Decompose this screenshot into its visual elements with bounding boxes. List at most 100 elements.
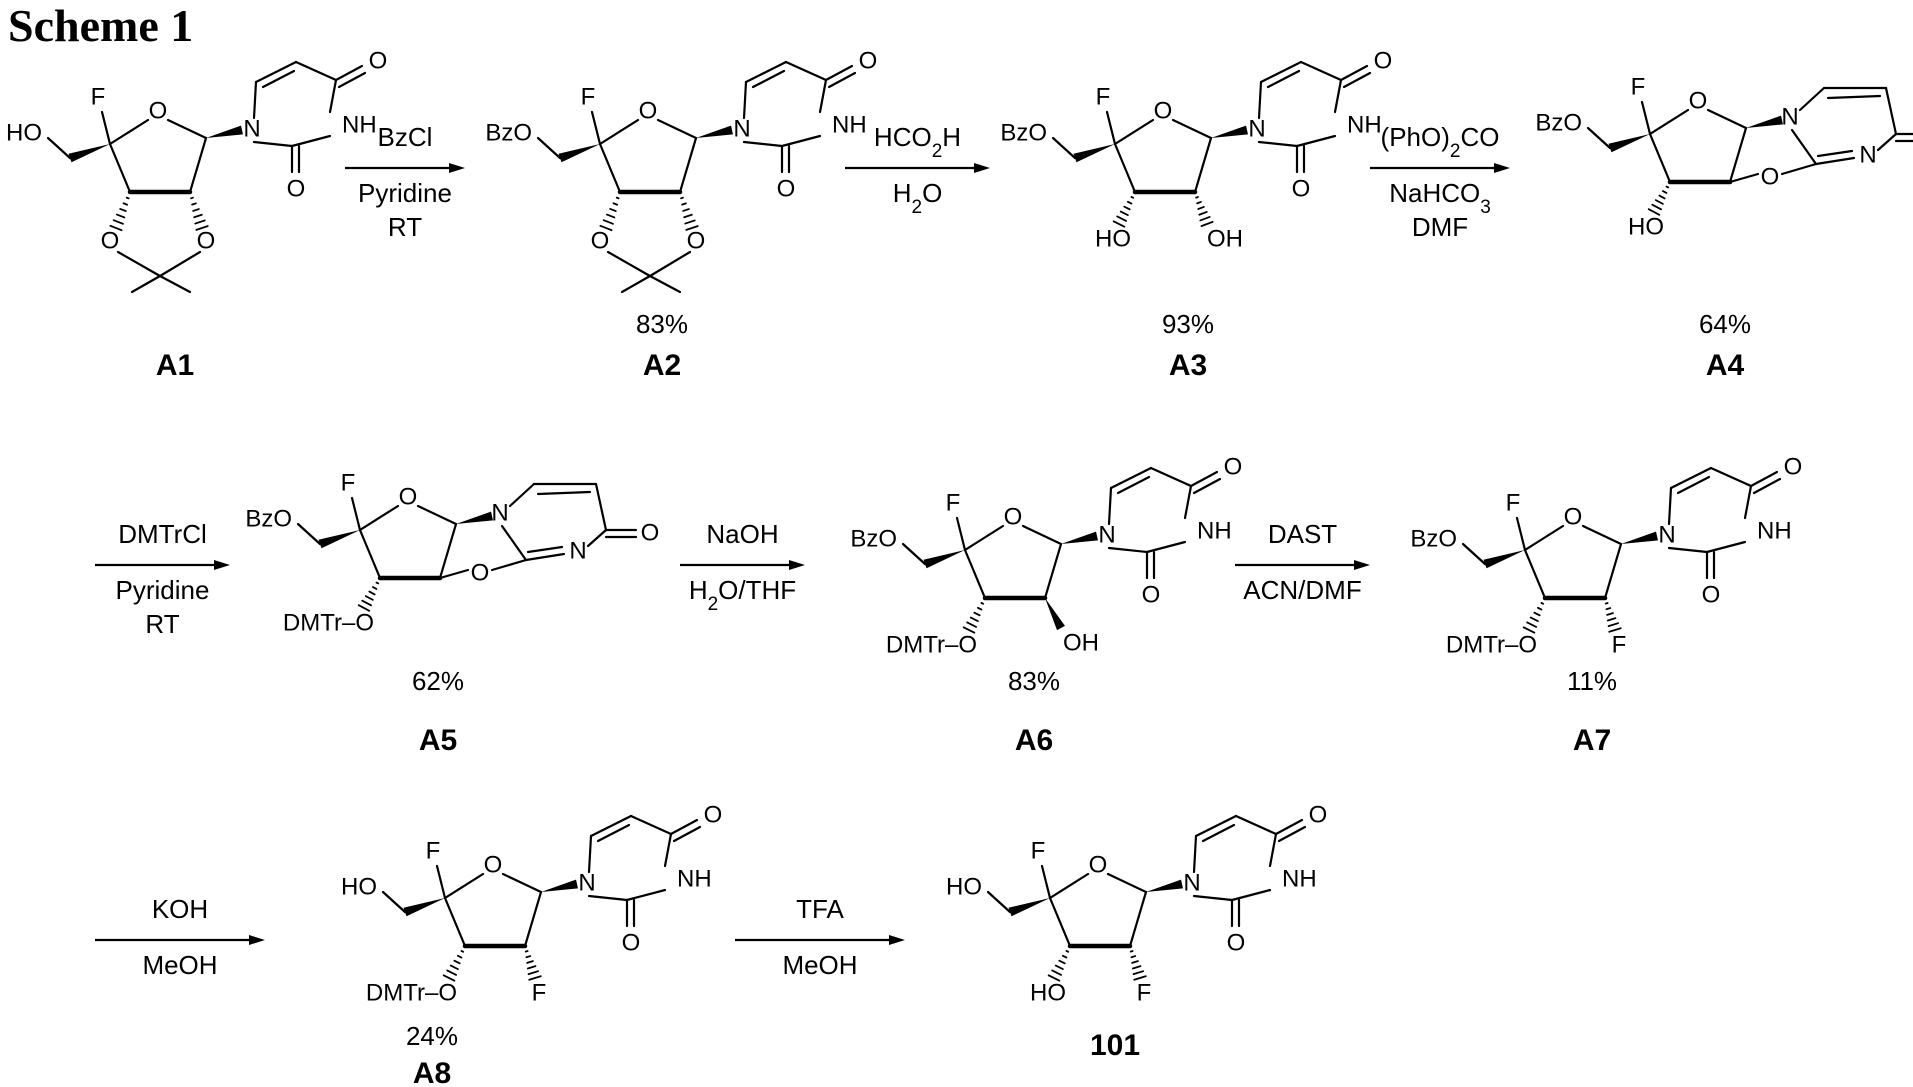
anhydro-oxygen: O	[1761, 163, 1780, 190]
atom-nh: NH	[677, 865, 712, 892]
reagent-above: DMTrCl	[118, 519, 207, 549]
arrow-head	[889, 935, 905, 945]
arrow-head	[449, 163, 465, 173]
atom-n1: N	[491, 499, 508, 526]
fluorine-2: F	[1137, 979, 1152, 1006]
carbonyl-o2: O	[1142, 581, 1161, 608]
c3-substituent: DMTr–O	[366, 979, 457, 1006]
structure-A4: OFBzONONOHO	[1535, 73, 1913, 240]
reagent-below: H2O	[893, 178, 943, 218]
ring-oxygen: O	[1154, 97, 1173, 124]
acetonide-o2: O	[687, 227, 706, 254]
atom-nh: NH	[1757, 517, 1792, 544]
reagent-above: DAST	[1268, 519, 1337, 549]
carbonyl-o4: O	[1374, 47, 1393, 74]
arrow-head	[974, 163, 990, 173]
c3-substituent: DMTr–O	[283, 609, 374, 636]
yield: 62%	[412, 666, 464, 696]
structure-A1: OFHOONHONOO	[6, 47, 387, 292]
atom-n1: N	[1248, 115, 1265, 142]
atom-n1: N	[578, 869, 595, 896]
reagent-above: NaOH	[706, 519, 778, 549]
reaction-step-8: TFAMeOH	[735, 894, 905, 980]
c3-substituent: HO	[1628, 213, 1664, 240]
ring-oxygen: O	[149, 97, 168, 124]
fluorine-4: F	[581, 83, 596, 110]
reagent-below: RT	[145, 609, 179, 639]
compound-label: A1	[156, 349, 194, 382]
acetonide-o2: O	[197, 227, 216, 254]
fluorine-4: F	[341, 469, 356, 496]
compound-A3: 93%A3	[1162, 309, 1214, 382]
c5-substituent: BzO	[1535, 109, 1582, 136]
structure-A5: OFBzONONODMTr–O	[245, 469, 659, 636]
structure-A8: OFHOONHONDMTr–OF	[341, 801, 722, 1006]
reagent-above: KOH	[152, 894, 208, 924]
atom-nh: NH	[1282, 865, 1317, 892]
reagent-below: DMF	[1412, 212, 1468, 242]
reagent-below: H2O/THF	[689, 575, 796, 615]
yield: 24%	[406, 1021, 458, 1051]
carbonyl-o4: O	[1224, 453, 1243, 480]
ring-oxygen: O	[1004, 503, 1023, 530]
atom-nh: NH	[1197, 517, 1232, 544]
compound-label: 101	[1090, 1029, 1140, 1062]
reaction-step-4: DMTrClPyridineRT	[95, 519, 230, 639]
c5-substituent: BzO	[850, 525, 897, 552]
reagent-above: TFA	[796, 894, 844, 924]
carbonyl-o2: O	[1292, 175, 1311, 202]
carbonyl-o4: O	[1784, 453, 1803, 480]
atom-n1: N	[1098, 521, 1115, 548]
compound-label: A5	[419, 724, 457, 757]
compound-A1: A1	[156, 349, 194, 382]
c5-substituent: BzO	[245, 505, 292, 532]
compound-label: A6	[1015, 724, 1053, 757]
reagent-below: Pyridine	[116, 575, 210, 605]
arrow-head	[789, 560, 805, 570]
yield: 64%	[1699, 309, 1751, 339]
reaction-step-3: (PhO)2CONaHCO3DMF	[1370, 122, 1510, 242]
acetonide-o3: O	[591, 227, 610, 254]
fluorine-4: F	[1631, 73, 1646, 100]
yield: 11%	[1567, 666, 1617, 696]
structure-A7: OFBzOONHONDMTr–OF	[1410, 453, 1802, 658]
carbonyl-o2: O	[622, 929, 641, 956]
c3-substituent: DMTr–O	[886, 631, 977, 658]
compound-A5: 62% A5	[412, 666, 464, 757]
anhydro-oxygen: O	[471, 559, 490, 586]
c5-substituent: BzO	[1410, 525, 1457, 552]
c5-substituent: HO	[341, 873, 377, 900]
fluorine-2: F	[1612, 631, 1627, 658]
reagent-above: (PhO)2CO	[1381, 122, 1500, 162]
ring-oxygen: O	[1564, 503, 1583, 530]
reagent-below: Pyridine	[358, 178, 452, 208]
reaction-step-6: DASTACN/DMF	[1235, 519, 1370, 605]
ring-oxygen: O	[639, 97, 658, 124]
atom-n1: N	[1183, 869, 1200, 896]
arrow-head	[1354, 560, 1370, 570]
structure-A3: OFBzOONHONHOOH	[1000, 47, 1392, 252]
arrow-head	[249, 935, 265, 945]
compound-A8: 24%A8	[406, 1021, 458, 1087]
ring-oxygen: O	[1089, 851, 1108, 878]
atom-n3: N	[569, 537, 586, 564]
atom-n1: N	[243, 115, 260, 142]
ring-oxygen: O	[484, 851, 503, 878]
compound-label: A2	[643, 349, 681, 382]
ring-oxygen: O	[1689, 87, 1708, 114]
structure-101: OFHOONHONHOF	[946, 801, 1327, 1006]
compound-A6: 83%A6	[1008, 666, 1060, 757]
ring-oxygen: O	[399, 483, 418, 510]
c2-substituent: OH	[1063, 629, 1099, 656]
carbonyl-o4: O	[704, 801, 723, 828]
carbonyl-o4: O	[1309, 801, 1328, 828]
arrow-head	[1494, 163, 1510, 173]
fluorine-4: F	[426, 837, 441, 864]
reagent-above: HCO2H	[874, 122, 961, 162]
c5-substituent: HO	[6, 119, 42, 146]
c3-substituent: HO	[1030, 979, 1066, 1006]
c2-substituent: OH	[1207, 225, 1243, 252]
atom-n1: N	[1658, 521, 1675, 548]
carbonyl-o2: O	[1227, 929, 1246, 956]
